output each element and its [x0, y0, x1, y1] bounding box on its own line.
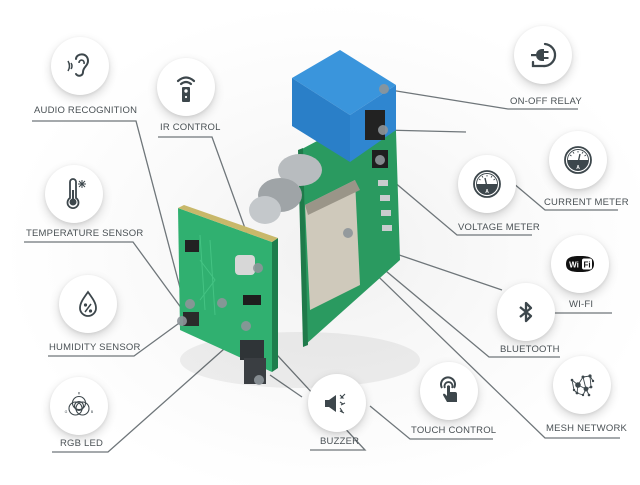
label-on-off-relay: ON-OFF RELAY [510, 96, 582, 107]
label-wi-fi: WI-FI [569, 299, 594, 310]
ear-icon [67, 53, 90, 77]
label-audio-recognition: AUDIO RECOGNITION [34, 105, 138, 116]
feature-buzzer [308, 374, 366, 432]
feature-current-meter: A [549, 131, 607, 189]
svg-text:A: A [485, 189, 489, 195]
svg-text:A: A [576, 165, 580, 171]
label-mesh-network: MESH NETWORK [546, 423, 628, 434]
feature-mesh-network [553, 356, 611, 414]
feature-voltage-meter: A [458, 155, 516, 213]
label-current-meter: CURRENT METER [544, 197, 629, 208]
gauge-icon: A [473, 170, 501, 198]
label-voltage-meter: VOLTAGE METER [458, 222, 540, 233]
svg-text:Wi: Wi [569, 261, 579, 270]
bluetooth-icon [519, 301, 533, 323]
feature-temperature-sensor [45, 165, 103, 223]
speaker-icon [325, 393, 346, 414]
plug-icon [531, 42, 557, 68]
svg-text:G: G [65, 410, 68, 414]
label-buzzer: BUZZER [320, 436, 360, 447]
label-bluetooth: BLUETOOTH [500, 344, 560, 355]
label-ir-control: IR CONTROL [160, 122, 221, 133]
gauge-icon: A [564, 146, 592, 174]
feature-audio-recognition [51, 37, 109, 95]
rgb-circles-icon: R G B [65, 392, 94, 416]
mesh-network-icon [570, 374, 595, 397]
feature-ir-control [157, 58, 215, 116]
feature-humidity-sensor [59, 275, 117, 333]
feature-on-off-relay [514, 26, 572, 84]
svg-text:R: R [78, 392, 81, 396]
touch-finger-icon [440, 376, 457, 402]
svg-text:B: B [91, 410, 94, 414]
feature-bluetooth [497, 283, 555, 341]
remote-control-icon [176, 76, 196, 102]
droplet-percent-icon [79, 290, 97, 317]
label-temperature-sensor: TEMPERATURE SENSOR [26, 228, 144, 239]
thermometer-icon [66, 178, 86, 209]
svg-text:Fi: Fi [583, 261, 590, 270]
label-touch-control: TOUCH CONTROL [411, 425, 497, 436]
label-rgb-led: RGB LED [60, 438, 104, 449]
wifi-logo-icon: Wi Fi [566, 256, 594, 272]
feature-wi-fi: Wi Fi [551, 235, 609, 293]
feature-rgb-led: R G B [50, 377, 108, 435]
label-humidity-sensor: HUMIDITY SENSOR [49, 342, 141, 353]
feature-touch-control [420, 362, 478, 420]
